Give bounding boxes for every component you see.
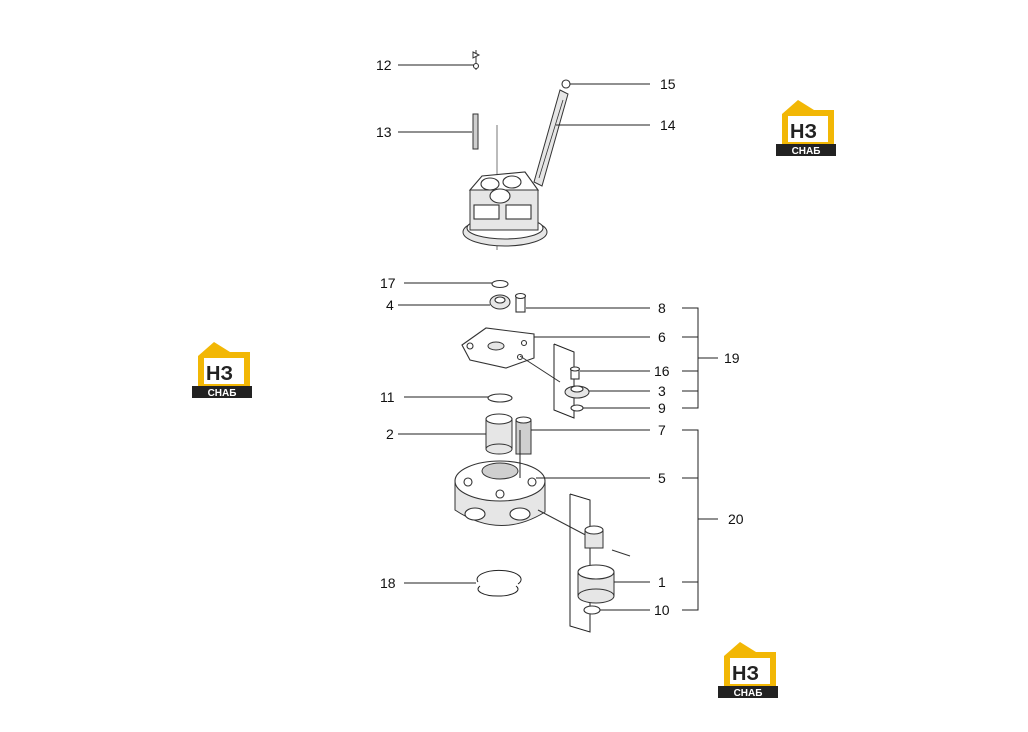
logo-letters: НЗ: [206, 363, 233, 385]
callout-7: 7: [658, 422, 666, 438]
o-ring-part-11: [487, 393, 513, 403]
callout-18: 18: [380, 575, 396, 591]
callout-3: 3: [658, 383, 666, 399]
logo-letters: НЗ: [790, 121, 817, 143]
logo-subtitle: СНАБ: [792, 146, 821, 157]
callout-10: 10: [654, 602, 670, 618]
brand-logo-watermark: НЗ СНАБ: [718, 642, 778, 699]
callout-17: 17: [380, 275, 396, 291]
pin-part-7: [515, 416, 532, 455]
pin-part-12: [472, 50, 481, 70]
o-ring-part-10: [583, 605, 601, 615]
o-ring-part-17: [491, 279, 509, 289]
housing-part-5: [454, 460, 546, 526]
brand-logo-watermark: НЗ СНАБ: [776, 100, 836, 157]
callout-12: 12: [376, 57, 392, 73]
spring-part-14: [533, 89, 569, 187]
ball-part-15: [561, 79, 571, 89]
leader-lines: [398, 64, 718, 611]
callout-1: 1: [658, 574, 666, 590]
callout-8: 8: [658, 300, 666, 316]
callout-19: 19: [724, 350, 740, 366]
spool-part-1: [577, 564, 615, 604]
o-ring-part-9: [570, 404, 584, 412]
callout-20: 20: [728, 511, 744, 527]
callout-6: 6: [658, 329, 666, 345]
logo-letters: НЗ: [732, 663, 759, 685]
rod-part-13: [472, 113, 479, 150]
pin-part-8: [514, 292, 527, 313]
plate-part-6: [461, 327, 535, 369]
motor-head-housing: [462, 125, 548, 250]
piston-part-3: [564, 385, 590, 399]
callout-4: 4: [386, 297, 394, 313]
logo-subtitle: СНАБ: [734, 688, 763, 699]
callout-16: 16: [654, 363, 670, 379]
callout-5: 5: [658, 470, 666, 486]
snap-ring-part-18: [476, 569, 522, 597]
sleeve-small-part: [584, 525, 604, 549]
brand-logo-watermark: НЗ СНАБ: [192, 342, 252, 399]
detail-bracket-19: [519, 343, 575, 419]
callout-15: 15: [660, 76, 676, 92]
callout-9: 9: [658, 400, 666, 416]
pin-part-16: [569, 366, 581, 380]
bushing-part-4: [489, 294, 511, 310]
logo-subtitle: СНАБ: [208, 388, 237, 399]
callout-13: 13: [376, 124, 392, 140]
callout-11: 11: [380, 389, 395, 405]
callout-2: 2: [386, 426, 394, 442]
sleeve-part-2: [485, 413, 513, 455]
callout-14: 14: [660, 117, 676, 133]
